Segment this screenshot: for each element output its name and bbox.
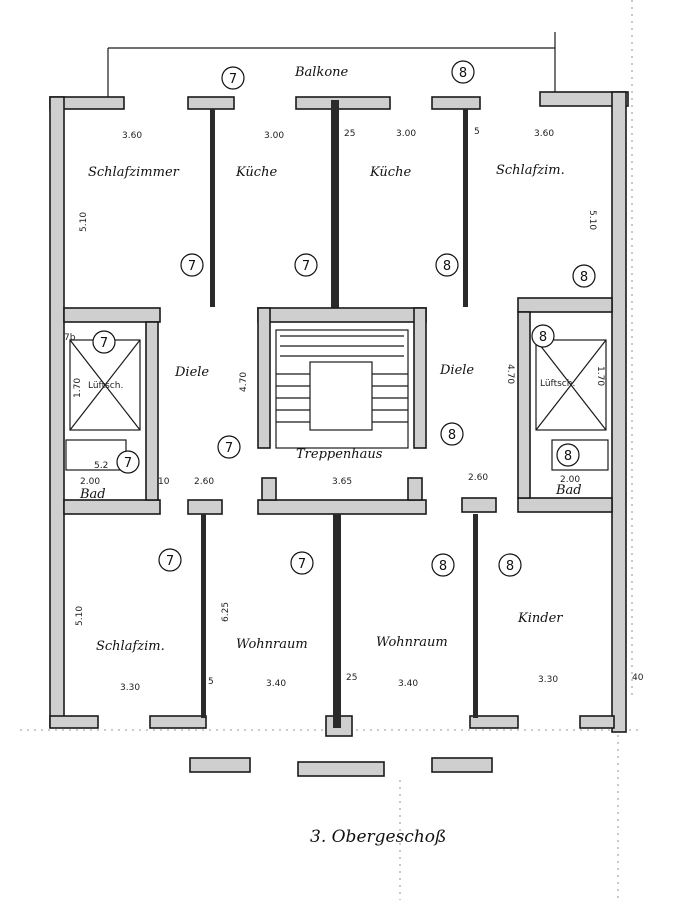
svg-text:7: 7 <box>100 336 108 351</box>
dim-top-4: 3.00 <box>396 129 416 139</box>
dim-mid-1: 2.60 <box>194 477 214 487</box>
dim-top-6: 3.60 <box>534 129 554 139</box>
unit-badge: 8 <box>451 60 475 84</box>
unit-badge: 7 <box>180 253 204 277</box>
svg-text:7: 7 <box>298 557 306 572</box>
dim-left-h-bot: 5.10 <box>75 606 85 626</box>
svg-text:8: 8 <box>459 66 467 81</box>
svg-text:8: 8 <box>439 559 447 574</box>
label-luftschacht-w: Lüftsch. <box>88 381 123 391</box>
dim-bad-w-h: 1.70 <box>73 378 83 398</box>
dim-bot-4: 25 <box>346 673 357 683</box>
unit-badge: 8 <box>556 443 580 467</box>
dimension-labels: 3.60 3.00 25 3.00 5 3.60 5.10 5.10 4.70 … <box>64 127 644 693</box>
ventilation-shafts <box>65 339 609 471</box>
label-kueche-w: Küche <box>235 165 277 180</box>
floor-title: 3. Obergeschoß <box>310 827 446 847</box>
svg-text:7: 7 <box>124 456 132 471</box>
dim-bad-e-w: 2.00 <box>560 475 580 485</box>
dim-bot-7: 40 <box>632 673 644 683</box>
label-balkone: Balkone <box>294 65 349 80</box>
unit-badge: 7 <box>221 66 245 90</box>
dim-bot-3: 3.40 <box>266 679 286 689</box>
unit-badge: 8 <box>431 553 455 577</box>
label-luftschacht-e: Lüftsch. <box>540 379 575 389</box>
dim-top-5: 5 <box>474 127 480 137</box>
dim-top-2: 3.00 <box>264 131 284 141</box>
dim-diele-w-h: 4.70 <box>239 372 249 392</box>
svg-text:8: 8 <box>506 559 514 574</box>
svg-text:7: 7 <box>225 441 233 456</box>
dim-bad-w-w: 2.00 <box>80 477 100 487</box>
balcony-outline <box>107 32 556 97</box>
label-diele-e: Diele <box>439 363 474 378</box>
stairwell <box>275 329 409 449</box>
unit-badge: 8 <box>572 264 596 288</box>
svg-text:8: 8 <box>539 330 547 345</box>
dim-misc-c: 7b <box>64 333 76 343</box>
dim-bot-5: 3.40 <box>398 679 418 689</box>
label-bad-e: Bad <box>555 483 582 498</box>
label-schlafzimmer-nw: Schlafzimmer <box>88 165 180 180</box>
unit-badge: 7 <box>294 253 318 277</box>
unit-badge: 7 <box>158 548 182 572</box>
dim-bot-6: 3.30 <box>538 675 558 685</box>
dim-top-1: 3.60 <box>122 131 142 141</box>
svg-text:8: 8 <box>443 259 451 274</box>
unit-badge: 7 <box>116 450 140 474</box>
dim-bot-1: 3.30 <box>120 683 140 693</box>
dim-left-h-top: 5.10 <box>79 212 89 232</box>
interior-walls <box>63 100 613 728</box>
svg-text:8: 8 <box>580 270 588 285</box>
unit-badge: 8 <box>440 422 464 446</box>
unit-badge: 8 <box>435 253 459 277</box>
svg-text:7: 7 <box>188 259 196 274</box>
svg-text:7: 7 <box>302 259 310 274</box>
label-treppenhaus: Treppenhaus <box>296 447 383 462</box>
unit-badge: 8 <box>498 553 522 577</box>
room-labels: Balkone Schlafzimmer Küche Küche Schlafz… <box>79 65 582 654</box>
dim-top-3: 25 <box>344 129 355 139</box>
dim-mid-2: 3.65 <box>332 477 352 487</box>
label-schlafzim-sw: Schlafzim. <box>96 639 165 654</box>
unit-badge: 7 <box>217 435 241 459</box>
label-wohnraum-w: Wohnraum <box>236 637 308 652</box>
svg-text:8: 8 <box>448 428 456 443</box>
label-wohnraum-e: Wohnraum <box>376 635 448 650</box>
label-kinder: Kinder <box>517 611 563 626</box>
dim-misc-b: 5.2 <box>94 461 108 471</box>
dim-bad-e-h: 1.70 <box>595 366 605 386</box>
svg-text:7: 7 <box>166 554 174 569</box>
svg-text:7: 7 <box>229 72 237 87</box>
unit-badge: 7 <box>92 330 116 354</box>
dim-center-h-bot: 6.25 <box>221 602 231 622</box>
label-schlafzim-ne: Schlafzim. <box>496 163 565 178</box>
unit-badges: 7 8 7 7 8 8 7 8 7 8 7 8 7 7 8 8 <box>92 60 596 577</box>
dim-diele-e-h: 4.70 <box>505 364 515 384</box>
unit-badge: 8 <box>531 324 555 348</box>
dim-bot-2: 5 <box>208 677 214 687</box>
label-kueche-e: Küche <box>369 165 411 180</box>
label-diele-w: Diele <box>174 365 209 380</box>
dim-mid-3: 2.60 <box>468 473 488 483</box>
dim-right-h-top: 5.10 <box>587 210 597 230</box>
dim-misc-a: 10 <box>158 477 170 487</box>
svg-text:8: 8 <box>564 449 572 464</box>
exterior-walls <box>49 91 629 777</box>
label-bad-w: Bad <box>79 487 106 502</box>
unit-badge: 7 <box>290 551 314 575</box>
